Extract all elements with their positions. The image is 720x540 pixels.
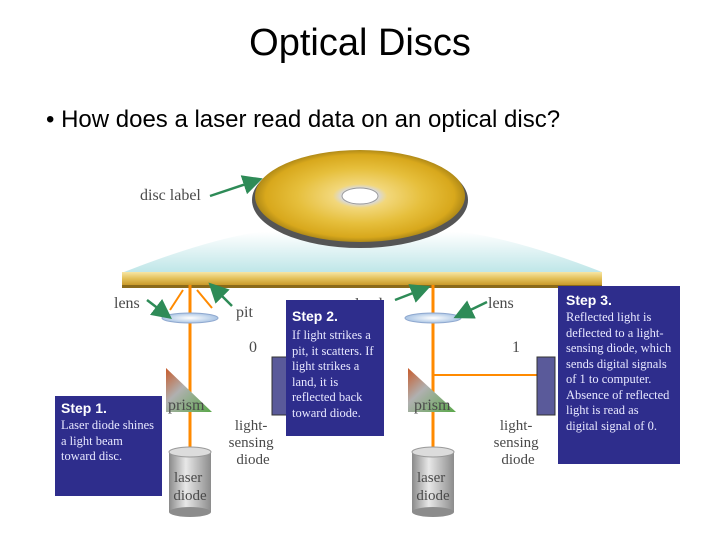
pointer-arrows <box>146 175 488 320</box>
laser-left-label: laser diode <box>173 470 207 504</box>
sensor-left-line: diode <box>236 452 270 468</box>
laser-right-line: laser <box>417 470 445 486</box>
laser-left-line: diode <box>173 488 207 504</box>
step1-box: Step 1. Laser diode shines a light beam … <box>55 396 162 496</box>
sensor-right-icon <box>536 356 556 416</box>
disc-icon <box>252 150 468 248</box>
laser-right-line: diode <box>416 488 450 504</box>
zero-label: 0 <box>249 339 257 356</box>
sensor-left-label: light- sensing diode <box>229 418 278 468</box>
lens-left-icon <box>161 312 219 324</box>
lens-left-label: lens <box>114 295 140 312</box>
laser-diode-right-icon <box>411 446 455 517</box>
step2-heading: Step 2. <box>292 308 338 324</box>
sensor-right-line: light- <box>500 418 533 434</box>
pit-label: pit <box>236 304 253 321</box>
slide-title: Optical Discs <box>249 22 471 64</box>
sensor-right-label: light- sensing diode <box>494 418 543 468</box>
sensor-left-line: light- <box>235 418 268 434</box>
bullet-question: • How does a laser read data on an optic… <box>46 106 561 133</box>
sensor-right-line: sensing <box>494 435 540 451</box>
step3-text: Reflected light is deflected to a light-… <box>566 310 672 433</box>
step3-box: Step 3. Reflected light is deflected to … <box>558 286 680 464</box>
prism-right-label: prism <box>414 397 451 414</box>
disc-cross-section <box>122 272 602 288</box>
step2-text: If light strikes a pit, it scatters. If … <box>292 328 374 420</box>
laser-left-line: laser <box>174 470 202 486</box>
laser-right-label: laser diode <box>416 470 450 504</box>
prism-left-icon <box>166 368 212 412</box>
step2-box: Step 2. If light strikes a pit, it scatt… <box>286 300 384 436</box>
disc-label-text: disc label <box>140 187 201 204</box>
lens-right-icon <box>404 312 462 324</box>
prism-right-icon <box>408 368 456 412</box>
step1-heading: Step 1. <box>61 400 107 416</box>
sensor-right-line: diode <box>501 452 535 468</box>
light-cone <box>124 232 602 272</box>
prism-left-label: prism <box>168 397 205 414</box>
lens-right-label: lens <box>488 295 514 312</box>
step1-text: Laser diode shines a light beam toward d… <box>61 418 155 463</box>
sensor-left-line: sensing <box>229 435 275 451</box>
laser-diode-left-icon <box>168 446 212 517</box>
step3-heading: Step 3. <box>566 292 612 308</box>
one-label: 1 <box>512 339 520 356</box>
